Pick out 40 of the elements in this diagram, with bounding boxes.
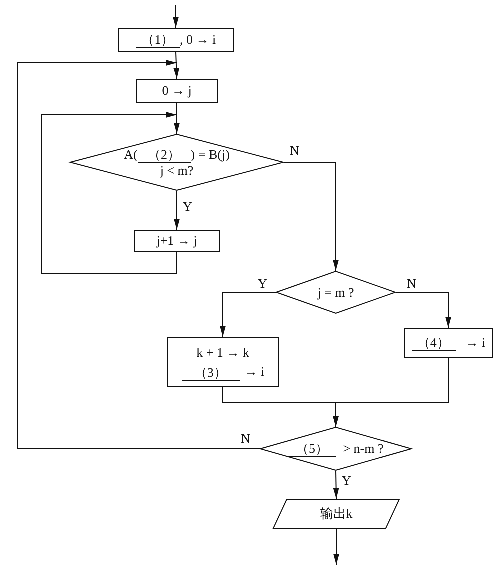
process-box <box>118 28 234 52</box>
branch-label: Y <box>342 474 352 487</box>
process-box <box>167 337 279 387</box>
assignment-text: , 0 → i <box>180 32 216 48</box>
assignment-text: j+1 → j <box>156 233 198 249</box>
fill-in-line: （1） <box>136 33 180 48</box>
assignment-text: → i <box>244 363 264 381</box>
condition-text: A( <box>124 146 138 162</box>
assignment-text: 0 → j <box>162 83 192 99</box>
branch-label: N <box>407 277 416 290</box>
arrow <box>334 528 340 566</box>
condition-text: j < m? <box>160 162 194 178</box>
arrow <box>174 52 180 80</box>
arrow <box>174 102 180 134</box>
branch-label: N <box>241 432 250 445</box>
output-text: 输出k <box>320 506 353 522</box>
condition-text: ) = B(j) <box>190 146 230 162</box>
assignment-text: k + 1 → k <box>196 344 250 362</box>
fill-in-line: （2） <box>138 148 191 162</box>
arrow <box>173 4 179 28</box>
branch-label: N <box>290 144 300 157</box>
fill-in-line: （4） <box>412 336 456 351</box>
fill-in-line: （3） <box>182 366 240 381</box>
arrow <box>333 358 449 428</box>
fill-in-line: （5） <box>288 442 336 457</box>
arrow <box>18 60 260 450</box>
arrow <box>333 470 340 500</box>
process-box <box>134 230 220 252</box>
condition-text: j = m ? <box>318 284 354 300</box>
condition-text: > n-m ? <box>343 441 384 457</box>
arrow <box>220 292 276 338</box>
assignment-text: → i <box>466 335 486 351</box>
arrow <box>174 190 180 230</box>
branch-label: Y <box>258 277 268 290</box>
arrow <box>396 292 452 328</box>
process-box <box>404 328 493 358</box>
branch-label: Y <box>183 200 192 213</box>
arrow <box>42 112 178 274</box>
process-box <box>136 79 218 103</box>
arrow <box>284 162 339 272</box>
